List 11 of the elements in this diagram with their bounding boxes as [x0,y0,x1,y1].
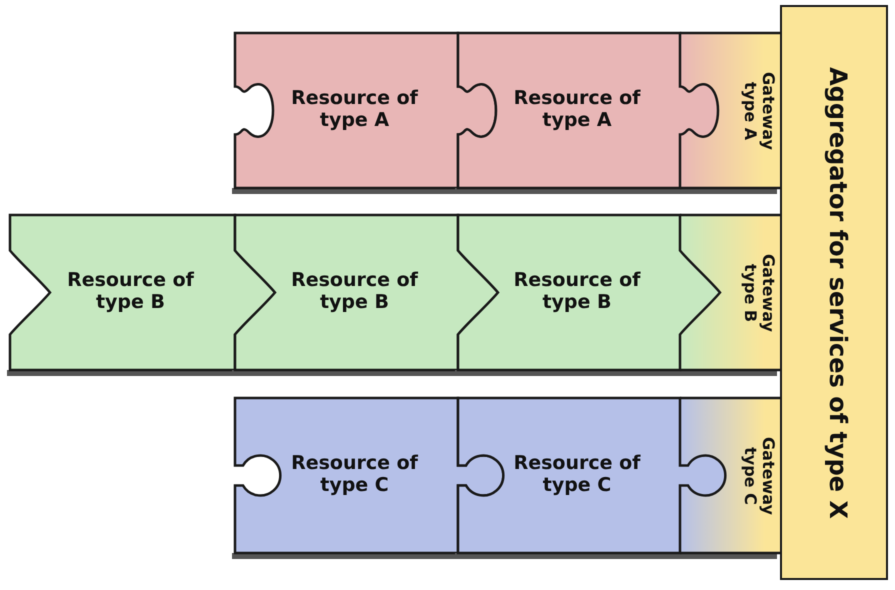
resource-label: Resource of type B [512,268,642,314]
resource-label: Resource of type C [512,452,642,498]
resource-label: Resource of type B [66,268,195,314]
gateway-label: Gateway type A [740,70,777,152]
gateway-label: Gateway type C [740,436,777,516]
resource-label: Resource of type A [512,86,642,132]
resource-label: Resource of type B [290,268,419,314]
resource-label: Resource of type C [290,452,419,498]
resource-label: Resource of type A [290,86,419,132]
gateway-label: Gateway type B [740,252,777,334]
aggregator-label: Aggregator for services of type X [823,66,853,520]
